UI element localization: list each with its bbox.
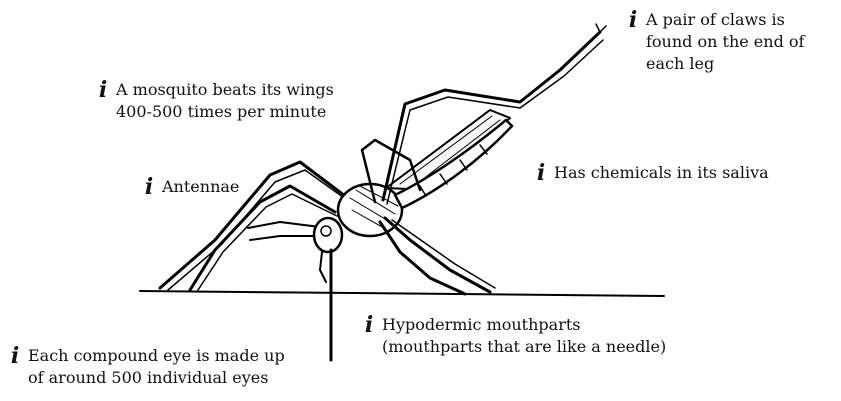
info-icon[interactable]: i (534, 162, 548, 184)
info-icon[interactable]: i (8, 345, 22, 367)
label-saliva: i Has chemicals in its saliva (534, 162, 769, 184)
label-compound-eye: i Each compound eye is made up of around… (8, 345, 285, 389)
label-claws: i A pair of claws is found on the end of… (626, 9, 804, 75)
label-text-line: Each compound eye is made up (28, 345, 285, 367)
label-text-line: Antennae (162, 176, 239, 198)
ground-line (140, 291, 664, 296)
antenna (248, 222, 320, 228)
label-text-line: 400-500 times per minute (116, 101, 334, 123)
label-text-line: of around 500 individual eyes (28, 367, 285, 389)
label-text-line: each leg (646, 53, 804, 75)
claw (596, 24, 606, 32)
label-mouthparts: i Hypodermic mouthparts (mouthparts that… (362, 314, 666, 358)
label-text-line: found on the end of (646, 31, 804, 53)
label-antennae: i Antennae (142, 176, 239, 198)
label-text-line: A pair of claws is (646, 9, 804, 31)
info-icon[interactable]: i (626, 9, 640, 31)
label-text-line: (mouthparts that are like a needle) (382, 336, 666, 358)
label-text-line: A mosquito beats its wings (116, 79, 334, 101)
label-text-line: Hypodermic mouthparts (382, 314, 666, 336)
label-text-line: Has chemicals in its saliva (554, 162, 769, 184)
info-icon[interactable]: i (96, 79, 110, 101)
info-icon[interactable]: i (362, 314, 376, 336)
label-wings: i A mosquito beats its wings 400-500 tim… (96, 79, 334, 123)
info-icon[interactable]: i (142, 176, 156, 198)
